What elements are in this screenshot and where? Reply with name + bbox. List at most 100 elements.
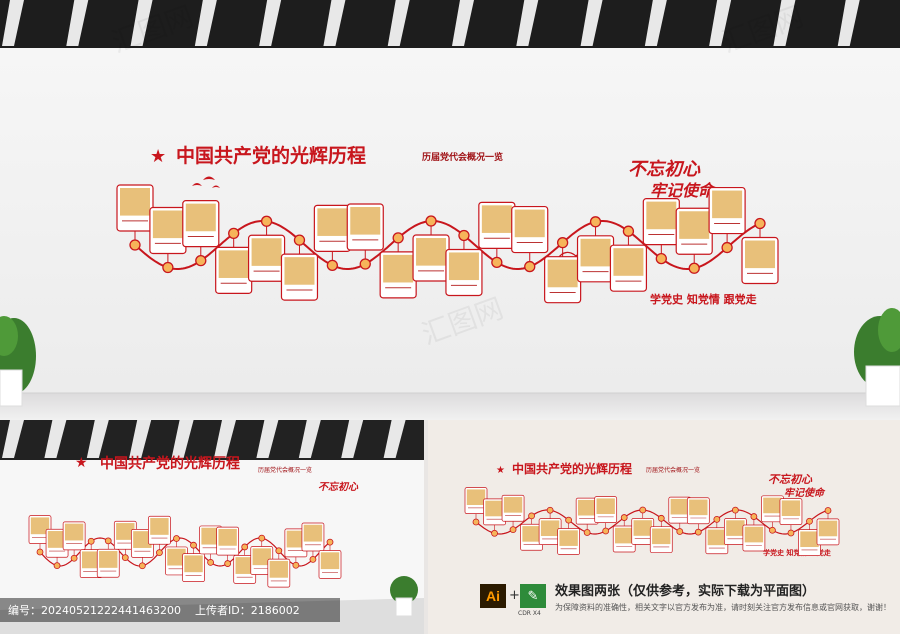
history-card bbox=[511, 205, 549, 262]
ceiling-lights bbox=[2, 0, 860, 46]
perspective-calligraphy: 不忘初心 bbox=[318, 481, 359, 493]
history-card bbox=[148, 515, 171, 550]
timeline-node bbox=[224, 560, 232, 567]
history-card bbox=[642, 198, 680, 254]
history-card bbox=[631, 513, 655, 545]
timeline-node bbox=[195, 254, 207, 267]
timeline-node bbox=[721, 241, 733, 254]
timeline-node bbox=[359, 258, 371, 270]
history-card bbox=[724, 513, 747, 545]
history-card bbox=[28, 515, 52, 549]
timeline-node bbox=[639, 506, 647, 514]
plant-left bbox=[0, 316, 36, 407]
timeline-node bbox=[524, 260, 536, 273]
timeline-wave bbox=[475, 509, 829, 535]
timeline-node bbox=[769, 526, 776, 534]
timeline-node bbox=[472, 518, 480, 526]
main-render-panel: ★ 中国共产党的光辉历程 历届党代会概况一览 不忘初心 牢记使命 学党史 知党情… bbox=[0, 0, 900, 420]
timeline-node bbox=[162, 261, 174, 274]
history-card bbox=[501, 494, 525, 527]
timeline-node bbox=[190, 541, 197, 549]
history-card bbox=[45, 528, 69, 563]
timeline-node bbox=[241, 543, 249, 551]
history-card bbox=[182, 200, 220, 256]
history-card bbox=[798, 524, 821, 556]
timeline-node bbox=[546, 506, 554, 514]
star-icon: ★ bbox=[75, 455, 88, 471]
history-card bbox=[267, 553, 291, 588]
history-card bbox=[215, 238, 253, 294]
history-card bbox=[182, 548, 205, 582]
star-icon: ★ bbox=[496, 465, 505, 476]
history-card bbox=[79, 544, 103, 578]
timeline-node bbox=[750, 513, 758, 520]
history-card bbox=[816, 513, 840, 546]
history-card bbox=[594, 496, 618, 528]
flat-subtitle: 历届党代会概况一览 bbox=[646, 466, 700, 474]
main-title: 中国共产党的光辉历程 bbox=[176, 144, 366, 167]
history-card bbox=[576, 226, 615, 283]
id-label: 编号： bbox=[8, 604, 41, 617]
bottom-slogan: 学党史 知党情 跟党走 bbox=[650, 292, 757, 306]
timeline-node bbox=[87, 537, 95, 545]
history-card bbox=[247, 226, 286, 282]
flat-design-svg: ★ 中国共产党的光辉历程 历届党代会概况一览 不忘初心 牢记使命 学党史 知党情… bbox=[464, 461, 840, 557]
timeline-node bbox=[657, 514, 665, 522]
main-render-svg: ★ 中国共产党的光辉历程 历届党代会概况一览 不忘初心 牢记使命 学党史 知党情… bbox=[0, 0, 900, 420]
timeline-node bbox=[275, 547, 283, 555]
perspective-render-panel: ★ 中国共产党的光辉历程 历届党代会概况一览 不忘初心 bbox=[0, 420, 424, 634]
timeline bbox=[116, 184, 779, 304]
history-card bbox=[165, 541, 188, 576]
timeline-node bbox=[556, 237, 569, 249]
history-card bbox=[130, 529, 154, 563]
timeline-node bbox=[491, 256, 503, 268]
history-card bbox=[379, 242, 417, 299]
timeline-node bbox=[713, 515, 721, 523]
info-bar: 编号：20240521222441463200 上传者ID：2186002 bbox=[0, 598, 340, 622]
timeline-wave bbox=[39, 537, 331, 567]
history-card bbox=[538, 513, 562, 545]
timeline-wave bbox=[134, 220, 760, 270]
uploader-label: 上传者ID： bbox=[194, 604, 251, 617]
history-card bbox=[216, 526, 240, 561]
history-card bbox=[346, 203, 384, 260]
history-card bbox=[313, 204, 351, 261]
coreldraw-icon: ✎ bbox=[520, 584, 546, 608]
timeline-node bbox=[694, 528, 702, 536]
history-card bbox=[609, 236, 648, 292]
history-card bbox=[705, 522, 729, 555]
cdr-label: CDR X4 bbox=[518, 610, 541, 617]
history-card bbox=[761, 495, 784, 528]
history-card bbox=[742, 519, 766, 552]
timeline-node bbox=[602, 527, 610, 535]
history-card bbox=[520, 518, 543, 551]
birds-icon bbox=[192, 176, 220, 188]
history-card bbox=[668, 496, 692, 529]
timeline-node bbox=[509, 526, 517, 534]
timeline-node bbox=[458, 229, 470, 242]
flat-title: 中国共产党的光辉历程 bbox=[512, 461, 632, 476]
software-badges: Ai + ✎ CDR X4 bbox=[480, 584, 552, 620]
timeline-node bbox=[676, 528, 684, 535]
history-card bbox=[284, 528, 308, 563]
calligraphy-line-1: 不忘初心 bbox=[628, 159, 701, 180]
timeline-node bbox=[806, 517, 813, 525]
timeline-node bbox=[173, 535, 180, 542]
perspective-title: 中国共产党的光辉历程 bbox=[100, 455, 240, 472]
flat-bottom-slogan: 学党史 知党情 跟党走 bbox=[763, 548, 832, 557]
history-card bbox=[779, 498, 803, 531]
perspective-subtitle: 历届党代会概况一览 bbox=[258, 466, 312, 474]
history-card bbox=[649, 521, 673, 554]
history-card bbox=[318, 545, 342, 579]
history-card bbox=[686, 497, 710, 530]
perspective-render-svg: ★ 中国共产党的光辉历程 历届党代会概况一览 不忘初心 bbox=[0, 420, 424, 634]
timeline-node bbox=[292, 561, 300, 569]
timeline-node bbox=[620, 514, 628, 521]
history-card bbox=[445, 240, 483, 297]
ai-icon: Ai bbox=[480, 584, 506, 608]
timeline-node bbox=[326, 259, 339, 271]
history-card bbox=[233, 549, 257, 584]
flat-calligraphy-2: 牢记使命 bbox=[784, 487, 826, 499]
timeline-node bbox=[260, 215, 273, 227]
timeline-node bbox=[583, 529, 591, 536]
